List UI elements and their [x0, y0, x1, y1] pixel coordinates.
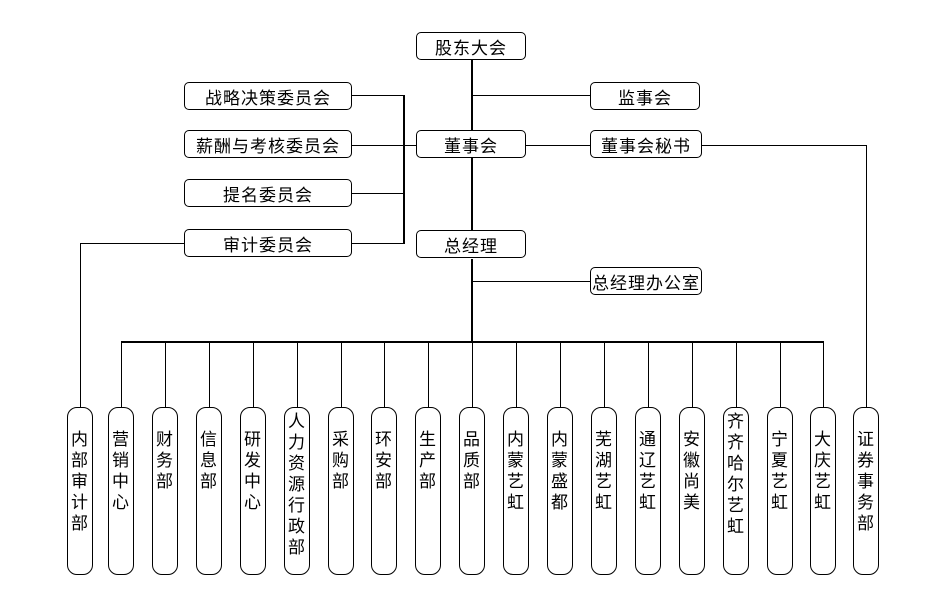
connector-gm-office [472, 281, 590, 282]
connector-board-to-secretary [526, 145, 590, 146]
connector-department-drop [823, 341, 824, 407]
committee-strategy-box: 战略决策委员会 [184, 82, 352, 110]
department-label: 大庆艺虹 [814, 430, 832, 513]
department-box: 齐齐哈尔艺虹 [723, 407, 749, 575]
connector-department-drop [736, 341, 737, 407]
department-box: 品质部 [459, 407, 485, 575]
connector-department-drop [692, 341, 693, 407]
connector-department-drop [121, 341, 122, 407]
department-label: 品质部 [463, 430, 481, 492]
department-box: 大庆艺虹 [810, 407, 836, 575]
connector-department-drop [472, 341, 473, 407]
department-box: 芜湖艺虹 [591, 407, 617, 575]
committee-audit-box: 审计委员会 [184, 229, 352, 257]
supervisory-board-box: 监事会 [590, 82, 700, 110]
connector-audit-vertical [80, 243, 81, 407]
connector-committee-bus [403, 95, 405, 244]
department-label: 财务部 [156, 430, 174, 492]
connector-department-drop [516, 341, 517, 407]
department-label: 环安部 [375, 430, 393, 492]
department-label: 信息部 [200, 430, 218, 492]
department-label: 内蒙盛都 [551, 430, 569, 513]
committee-compensation-box: 薪酬与考核委员会 [184, 130, 352, 158]
department-label: 采购部 [332, 430, 350, 492]
connector-department-drop [648, 341, 649, 407]
connector-department-drop [604, 341, 605, 407]
department-label: 人力资源行政部 [288, 412, 306, 558]
department-label: 齐齐哈尔艺虹 [727, 412, 745, 537]
board-box: 董事会 [416, 130, 526, 158]
department-label: 通辽艺虹 [639, 430, 657, 513]
department-label: 安徽尚美 [683, 430, 701, 513]
connector-department-drop [780, 341, 781, 407]
department-label: 宁夏艺虹 [771, 430, 789, 513]
department-box: 环安部 [371, 407, 397, 575]
department-box: 采购部 [328, 407, 354, 575]
internal-audit-label: 内部审计部 [71, 430, 89, 534]
department-box: 生产部 [415, 407, 441, 575]
department-label: 芜湖艺虹 [595, 430, 613, 513]
connector-department-drop [560, 341, 561, 407]
committee-nomination-box: 提名委员会 [184, 179, 352, 207]
general-manager-box: 总经理 [416, 230, 526, 258]
department-box: 宁夏艺虹 [767, 407, 793, 575]
department-box: 营销中心 [108, 407, 134, 575]
connector-department-drop [297, 341, 298, 407]
department-box: 研发中心 [240, 407, 266, 575]
connector-to-supervisory-board [472, 95, 590, 96]
department-label: 营销中心 [112, 430, 130, 513]
department-label: 研发中心 [244, 430, 262, 513]
connector-department-drop [209, 341, 210, 407]
department-box: 信息部 [196, 407, 222, 575]
securities-dept-label: 证券事务部 [857, 430, 875, 534]
connector-securities-vertical [866, 145, 867, 407]
connector-secretary-right [702, 145, 866, 146]
gm-office-box: 总经理办公室 [590, 267, 702, 295]
department-box: 内蒙艺虹 [503, 407, 529, 575]
department-label: 内蒙艺虹 [507, 430, 525, 513]
connector-committee-3 [352, 193, 404, 194]
securities-dept-box: 证券事务部 [853, 407, 879, 575]
connector-department-drop [384, 341, 385, 407]
connector-department-drop [341, 341, 342, 407]
shareholders-meeting-box: 股东大会 [416, 32, 526, 60]
connector-department-drop [428, 341, 429, 407]
connector-committee-1 [352, 95, 404, 96]
connector-department-drop [253, 341, 254, 407]
connector-committee-4 [352, 243, 404, 244]
department-box: 内蒙盛都 [547, 407, 573, 575]
department-box: 安徽尚美 [679, 407, 705, 575]
department-box: 财务部 [152, 407, 178, 575]
internal-audit-box: 内部审计部 [67, 407, 93, 575]
connector-audit-left [80, 243, 184, 244]
connector-committee-2 [352, 145, 416, 146]
department-box: 通辽艺虹 [635, 407, 661, 575]
board-secretary-box: 董事会秘书 [590, 130, 702, 158]
department-box: 人力资源行政部 [284, 407, 310, 575]
department-label: 生产部 [419, 430, 437, 492]
connector-gm-down [471, 259, 473, 342]
connector-department-drop [165, 341, 166, 407]
